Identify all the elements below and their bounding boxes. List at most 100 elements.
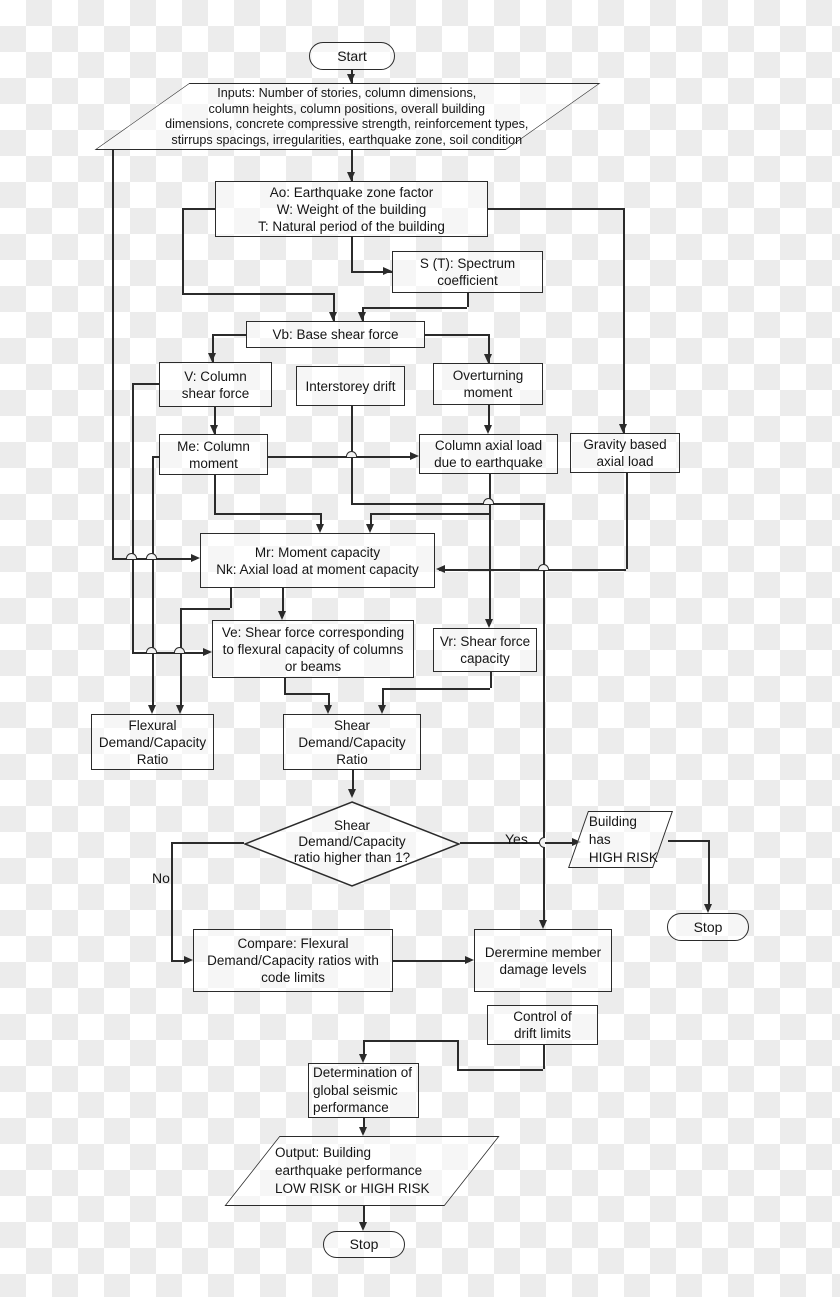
edge-global-output [363,1118,365,1132]
flexural-demand-capacity-box: Flexural Demand/Capacity Ratio [91,714,214,770]
ve-label: Ve: Shear force corresponding to flexura… [221,624,405,674]
moment-capacity-box: Mr: Moment capacity Nk: Axial load at mo… [200,533,435,588]
stop-terminator-final: Stop [323,1231,405,1258]
edge-ao-vb [182,208,215,210]
arrowhead-right [383,266,392,275]
arrowhead-down [483,425,492,434]
edge-risk-stop [708,840,710,909]
edge-me-mr [214,475,216,513]
overturning-moment-box: Overturning moment [433,363,543,405]
arrowhead-down [346,74,355,83]
grav-label: Gravity based axial load [583,437,667,469]
edge-grav-mr [439,569,626,571]
edge-ve-shear [284,678,286,693]
edge-output-stop [363,1206,365,1227]
flex-label: Flexural Demand/Capacity Ratio [98,717,207,767]
shear-force-capacity-box: Vr: Shear force capacity [433,628,537,672]
st-label: S (T): Spectrum coefficient [419,256,516,288]
edge-vb-over [425,334,488,336]
arrowhead-down [483,354,492,363]
edge-me-flex [152,456,159,458]
cax-label: Column axial load due to earthquake [434,438,543,470]
edge-grav-mr [626,473,628,569]
arrowhead-down [147,705,156,714]
edge-mr-flex [180,608,182,710]
stop2-label: Stop [349,1236,379,1252]
output-label: Output: Building earthquake performance … [275,1145,430,1196]
edge-vr-shear [382,688,490,690]
edge-ao-vb [333,293,335,321]
edge-ve-shear [284,693,328,695]
shear-label: Shear Demand/Capacity Ratio [298,717,406,767]
shear-demand-capacity-box: Shear Demand/Capacity Ratio [283,714,421,770]
edge-risk-stop [668,840,708,842]
edge-over-cax [488,405,490,430]
edge-ao-gravity [623,208,625,433]
control-drift-limits-box: Control of drift limits [487,1005,598,1045]
edge-inter-damage [543,503,545,925]
arrowhead-right [191,553,200,562]
earthquake-zone-factor-box: Ao: Earthquake zone factor W: Weight of … [215,181,488,237]
start-label: Start [337,47,367,64]
compare-flexural-box: Compare: Flexural Demand/Capacity ratios… [193,929,393,992]
edge-v-ve-rail [132,383,159,385]
line-jump [483,498,494,504]
compare-label: Compare: Flexural Demand/Capacity ratios… [207,936,379,985]
edge-vr-shear [490,672,492,688]
edge-cax-vr [489,474,491,624]
me-label: Me: Column moment [177,438,250,471]
arrowhead-down [175,705,184,714]
base-shear-force-box: Vb: Base shear force [246,321,425,348]
edge-ao-st [351,237,353,271]
arrowhead-down [315,524,324,533]
arrowhead-down [323,705,332,714]
arrowhead-down [346,172,355,181]
edge-me-mr [320,513,322,529]
shear-ratio-decision [242,801,462,887]
arrowhead-down [703,904,712,913]
ao-label: Ao: Earthquake zone factor W: Weight of … [258,184,445,234]
edge-vb-over [488,334,490,363]
global-seismic-performance-box: Determination of global seismic performa… [308,1063,419,1118]
edge-drift-global [457,1040,459,1069]
global-label: Determination of global seismic performa… [313,1065,413,1116]
edge-mr-ve [282,588,284,616]
edge-ao-gravity [488,208,623,210]
inter-label: Interstorey drift [305,378,396,394]
edge-cax-mr [370,513,489,515]
arrowhead-down [358,1127,367,1136]
high-risk-parallelogram: Building has HIGH RISK [568,811,673,868]
arrowhead-down [538,920,547,929]
arrowhead-down [365,524,374,533]
edge-drift-global [457,1069,543,1071]
line-jump [146,647,157,653]
column-shear-force-box: V: Column shear force [159,362,272,407]
yes-label: Yes [505,831,528,847]
output-parallelogram: Output: Building earthquake performance … [224,1136,500,1206]
start-terminator: Start [309,42,395,70]
edge-vr-shear [382,688,384,710]
edge-me-flex [152,456,154,710]
edge-decision-compare-no [171,842,244,844]
edge-shear-decision [352,770,354,794]
edge-drift-global [363,1040,365,1059]
edge-drift-global [363,1040,457,1042]
edge-vb-v [212,334,246,336]
line-jump [146,553,157,559]
spectrum-coefficient-box: S (T): Spectrum coefficient [392,251,543,293]
edge-st-vb [467,293,469,307]
vb-label: Vb: Base shear force [272,327,399,342]
edge-mr-flex [230,588,232,608]
edge-ao-vb [182,293,333,295]
line-jump [346,451,357,457]
edge-decision-compare-no [171,842,173,960]
arrowhead-down [358,1222,367,1231]
arrowhead-left [436,564,445,573]
arrowhead-down [328,312,337,321]
risk-label: Building has HIGH RISK [589,813,659,865]
edge-cax-mr [370,513,372,529]
edge-inter-damage [351,503,543,505]
line-jump [126,553,137,559]
line-jump [538,564,549,570]
